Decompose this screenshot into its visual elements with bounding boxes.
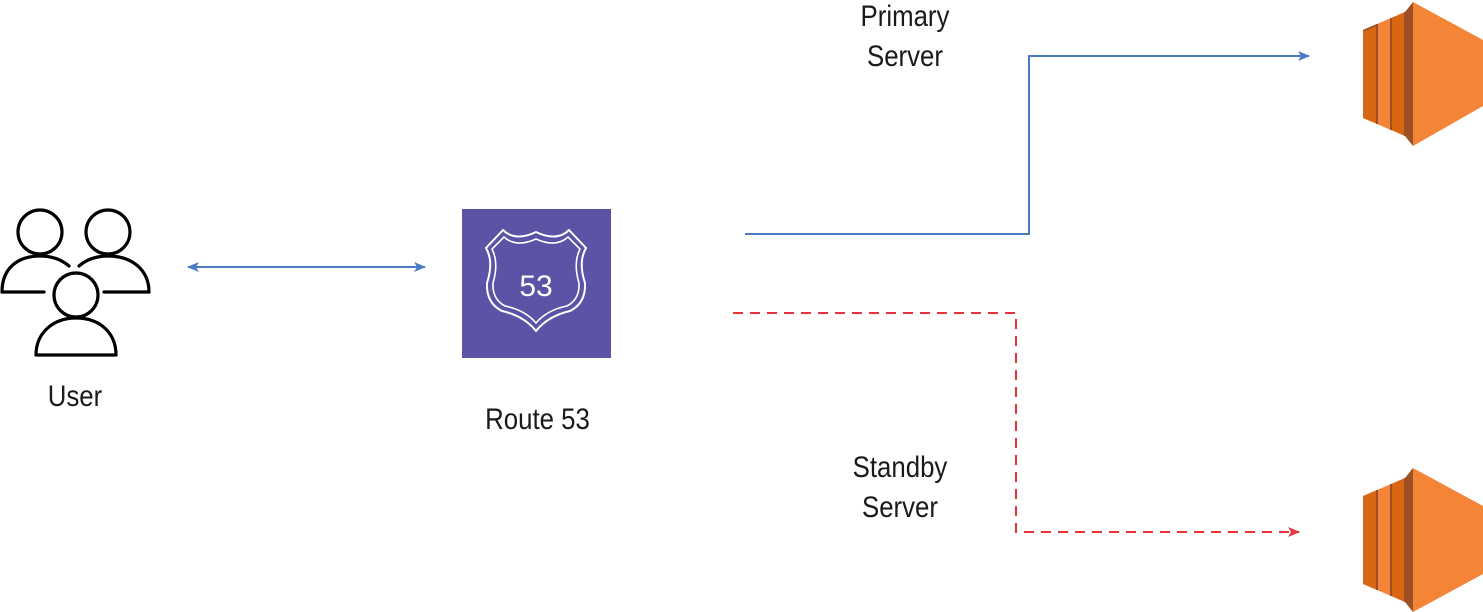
- standby-server-label-line2: Server: [861, 491, 938, 524]
- primary-route-link: [745, 51, 1310, 235]
- standby-server-icon: [1363, 468, 1483, 612]
- standby-route-link: [733, 312, 1300, 537]
- primary-server-label-line1: Primary: [860, 0, 950, 33]
- user-label: User: [19, 377, 131, 417]
- primary-server-label: Primary Server: [823, 0, 986, 77]
- standby-server-label-line1: Standby: [852, 451, 948, 484]
- route53-icon: 53: [462, 209, 611, 358]
- users-icon: [0, 208, 151, 357]
- primary-server-icon: [1363, 2, 1483, 146]
- route53-badge-number: 53: [519, 270, 552, 303]
- user-label-text: User: [47, 380, 103, 413]
- route53-label-text: Route 53: [485, 403, 590, 436]
- route53-label: Route 53: [454, 400, 622, 440]
- primary-server-label-line2: Server: [866, 40, 943, 73]
- standby-server-label: Standby Server: [818, 448, 981, 528]
